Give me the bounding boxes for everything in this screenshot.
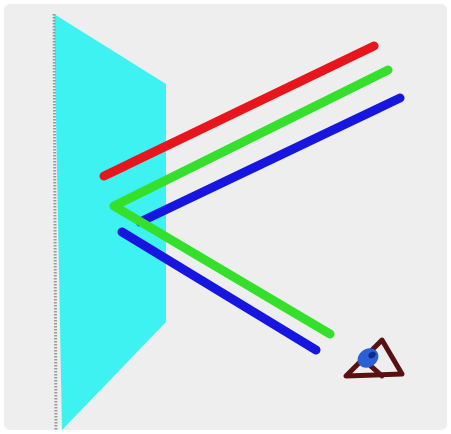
diagram-canvas — [0, 0, 451, 434]
reflection-diagram — [0, 0, 451, 434]
